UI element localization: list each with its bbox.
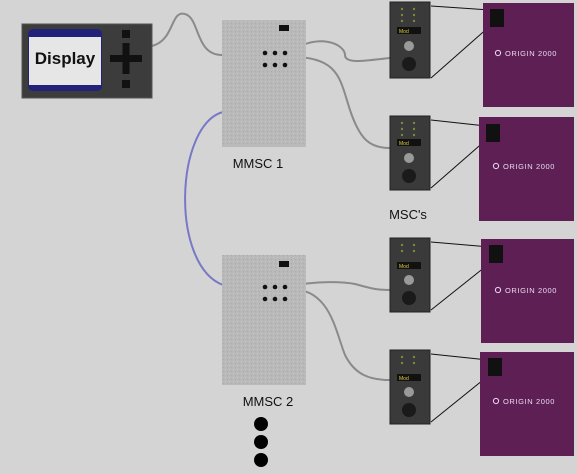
more-indicator <box>254 417 268 467</box>
origin-1-label: ORIGIN 2000 <box>505 49 557 58</box>
display-label: Display <box>35 49 96 68</box>
origin-3-port <box>489 245 503 263</box>
origin-4-port <box>488 358 502 376</box>
msc-4-screen-text: Mod <box>399 376 409 382</box>
msc-unit-1: Mod <box>389 1 431 79</box>
origin-server-2: ORIGIN 2000 <box>479 117 574 221</box>
mmsc-2: MMSC 2 <box>222 255 306 409</box>
origin-server-1: ORIGIN 2000 <box>483 3 574 107</box>
msc-unit-4: Mod <box>389 349 431 425</box>
msc-origin-links <box>430 5 491 423</box>
cables <box>151 12 391 381</box>
display-cable <box>151 12 223 56</box>
mmsc-2-ports <box>262 284 288 302</box>
dpad-icon <box>110 30 142 88</box>
mmsc-2-led <box>279 261 289 267</box>
msc-group-label: MSC's <box>389 207 427 222</box>
mmsc-1: MMSC 1 <box>222 20 306 171</box>
mmsc-1-ports <box>262 50 288 68</box>
msc-1-screen-text: Mod <box>399 29 409 35</box>
origin-server-4: ORIGIN 2000 <box>480 352 574 456</box>
mmsc-1-label: MMSC 1 <box>233 156 284 171</box>
origin-server-3: ORIGIN 2000 <box>481 239 574 343</box>
display-device: Display <box>21 23 153 99</box>
cable-mmsc1-msc2 <box>285 55 391 149</box>
mmsc-1-led <box>279 25 289 31</box>
cable-mmsc2-msc3 <box>282 281 391 291</box>
cable-mmsc2-msc4 <box>285 287 391 381</box>
msc-unit-3: Mod <box>389 237 431 313</box>
msc-unit-2: Mod <box>389 115 431 191</box>
origin-1-port <box>490 9 504 27</box>
mmsc-2-label: MMSC 2 <box>243 394 294 409</box>
msc-3-screen-text: Mod <box>399 264 409 270</box>
origin-3-label: ORIGIN 2000 <box>505 286 557 295</box>
msc-2-screen-text: Mod <box>399 141 409 147</box>
cable-mmsc1-msc1 <box>282 40 391 62</box>
origin-2-port <box>486 124 500 142</box>
origin-2-label: ORIGIN 2000 <box>503 162 555 171</box>
mmsc-interlink-cable <box>184 111 224 286</box>
origin-4-label: ORIGIN 2000 <box>503 397 555 406</box>
